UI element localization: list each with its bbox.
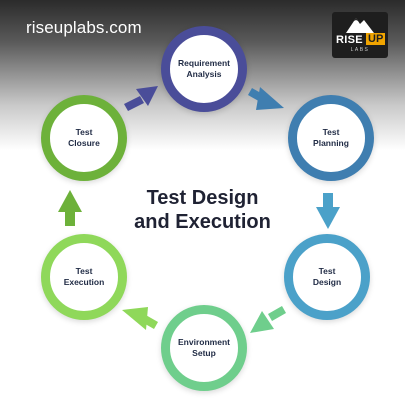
logo-rise-text: RISE	[336, 34, 363, 46]
stage-label: Test Planning	[313, 127, 349, 148]
logo-up-text: UP	[366, 33, 386, 45]
stage-test-execution: Test Execution	[41, 234, 127, 320]
stage-requirement-analysis: Requirement Analysis	[161, 26, 247, 112]
center-title: Test Design and Execution	[100, 186, 305, 234]
arrow-requirement-to-planning	[248, 87, 284, 110]
arrow-execution-to-closure	[58, 190, 82, 226]
arrow-design-to-environment	[250, 306, 286, 333]
mountain-icon	[346, 18, 374, 33]
logo-labs-text: LABS	[350, 47, 370, 53]
center-title-text: Test Design and Execution	[134, 187, 271, 233]
stage-environment-setup: Environment Setup	[161, 305, 247, 391]
stage-label: Test Execution	[63, 266, 105, 287]
stage-test-planning: Test Planning	[288, 95, 374, 181]
arrow-environment-to-execution	[122, 307, 158, 330]
site-name: riseuplabs.com	[26, 18, 142, 37]
stage-test-design: Test Design	[284, 234, 370, 320]
arrow-planning-to-design	[316, 193, 340, 229]
stage-label: Environment Setup	[178, 337, 230, 358]
stage-label: Requirement Analysis	[178, 58, 230, 79]
arrow-closure-to-requirement	[124, 86, 158, 111]
stage-label: Test Design	[312, 266, 342, 287]
stage-test-closure: Test Closure	[41, 95, 127, 181]
stage-label: Test Closure	[68, 127, 100, 148]
riseup-labs-logo: RISE UP LABS	[332, 12, 388, 58]
